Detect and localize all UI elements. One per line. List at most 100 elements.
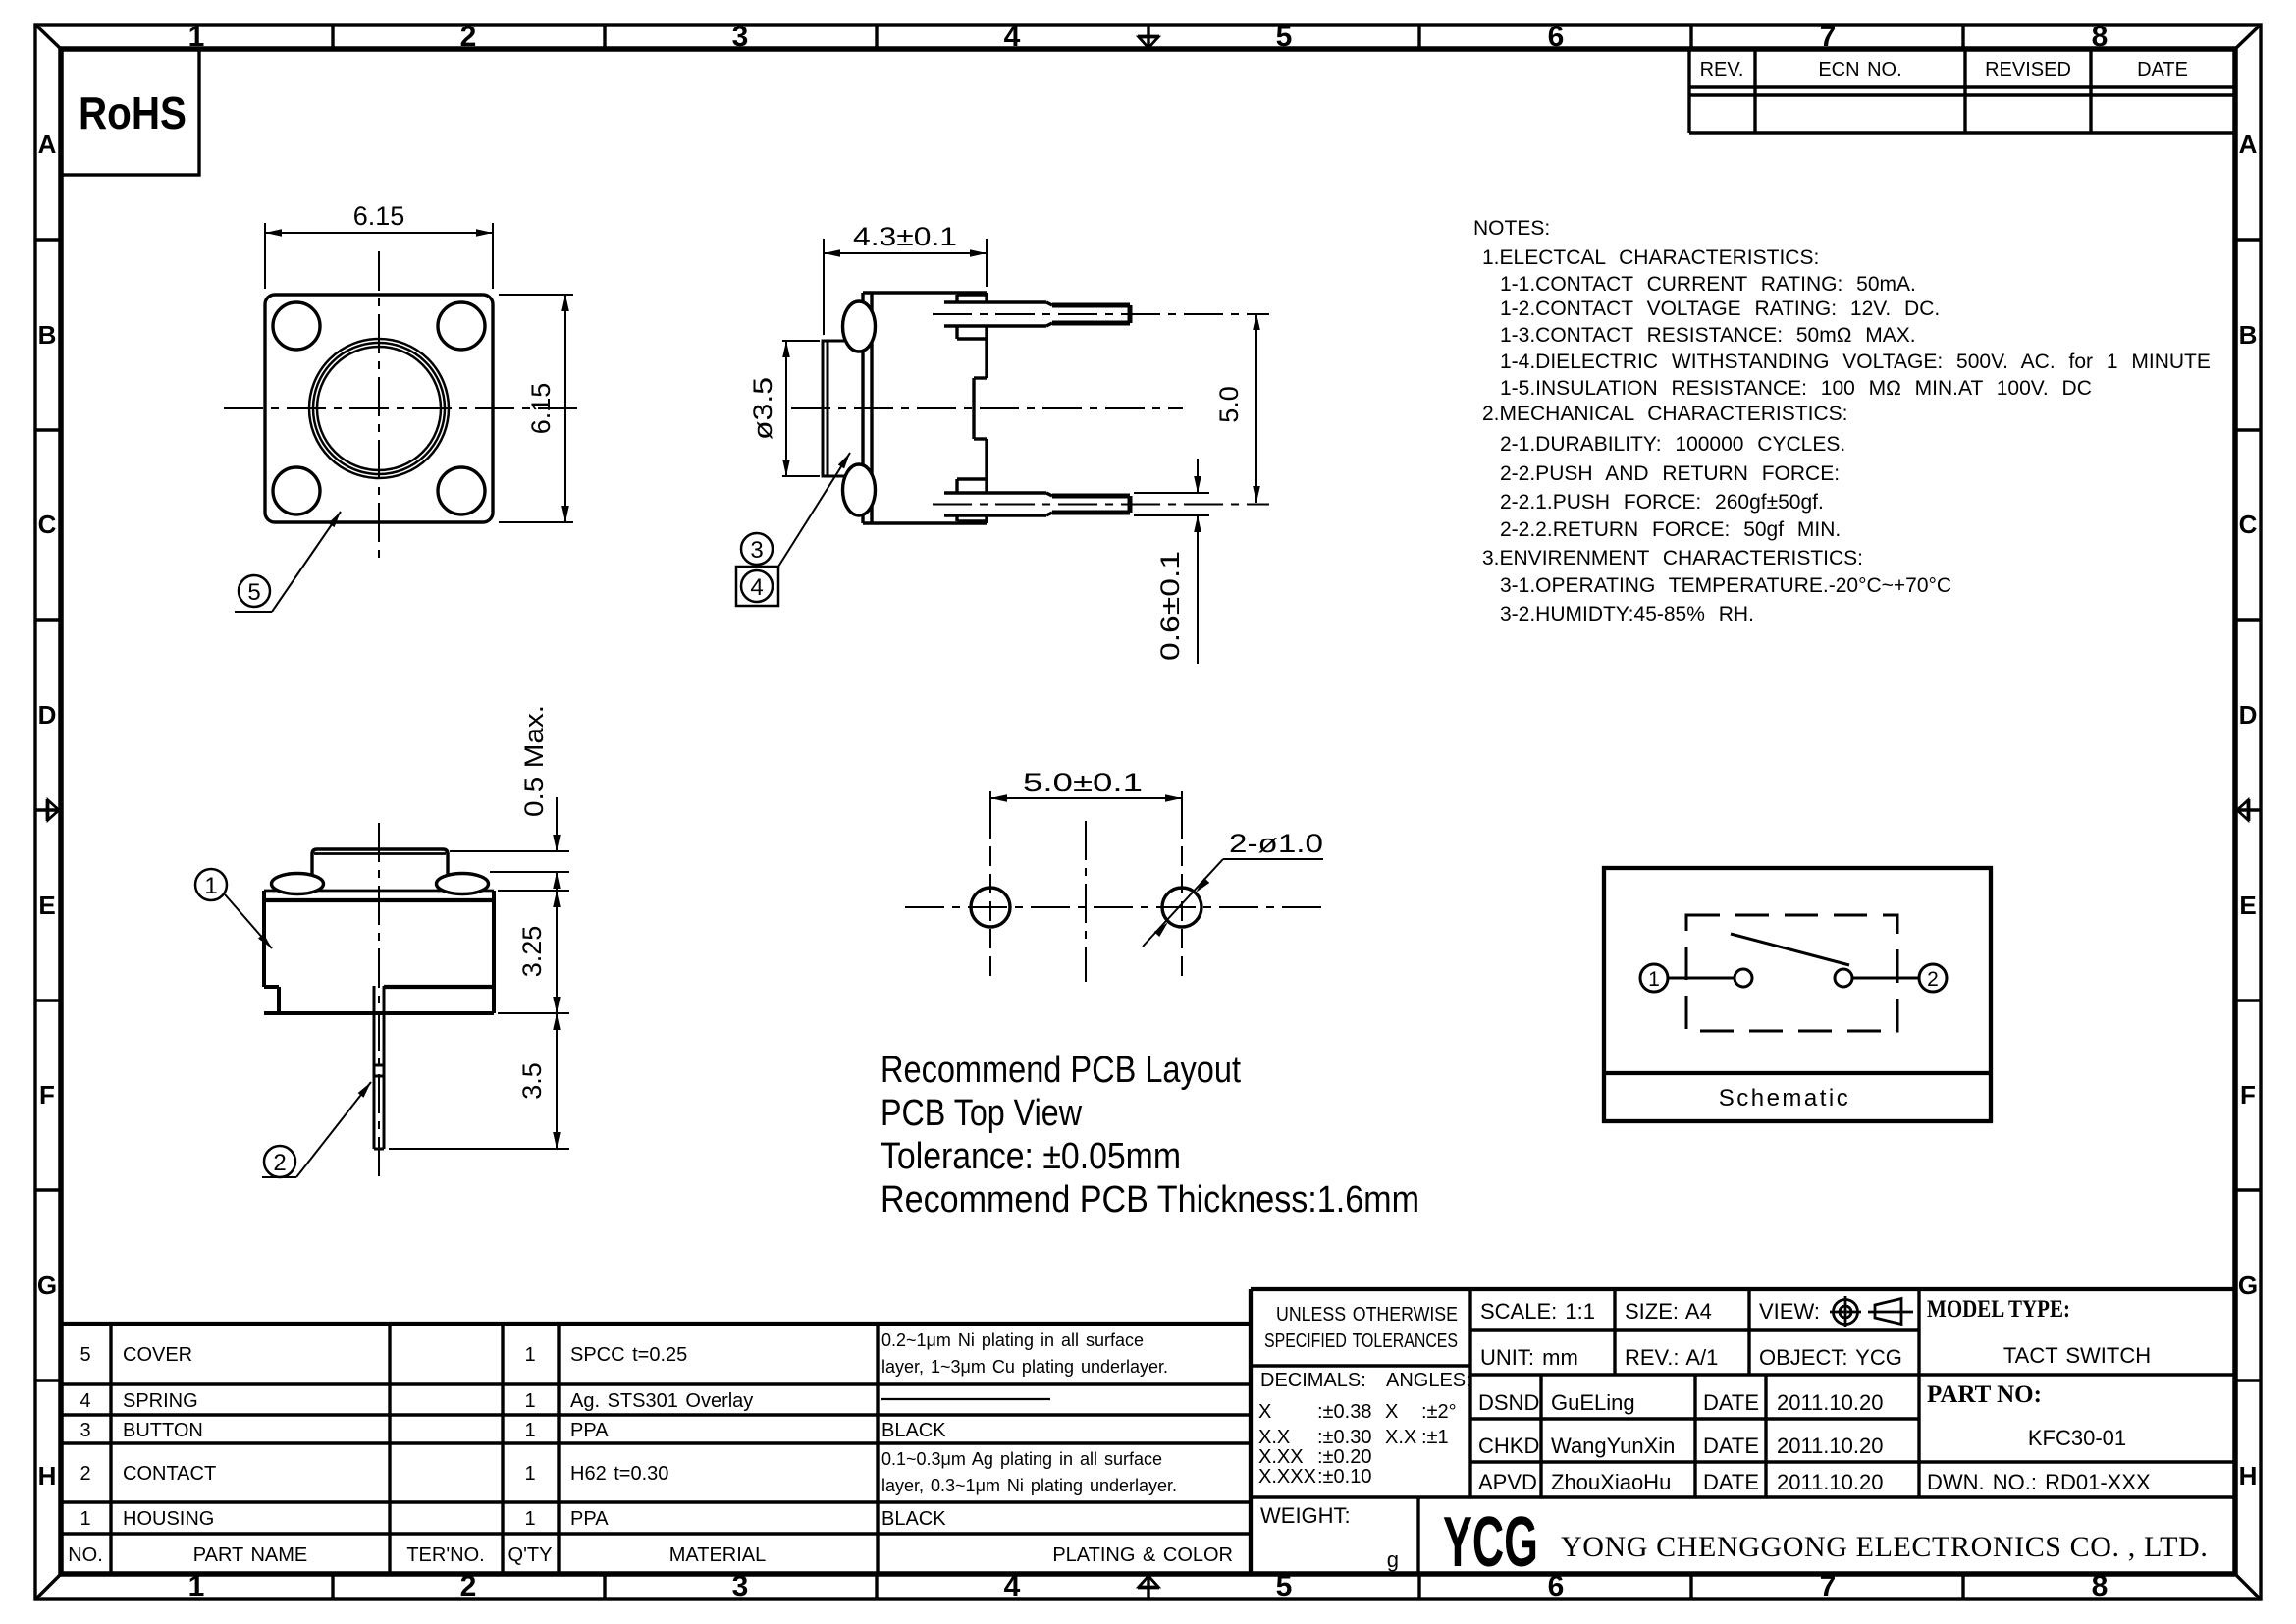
svg-text:PLATING & COLOR: PLATING & COLOR bbox=[1052, 1544, 1233, 1566]
svg-text:MATERIAL: MATERIAL bbox=[669, 1544, 767, 1566]
svg-text:ZhouXiaoHu: ZhouXiaoHu bbox=[1551, 1470, 1671, 1494]
svg-text:2-2.1.PUSH FORCE: 260g: 2-2.1.PUSH FORCE: 260gf±50gf. bbox=[1500, 491, 1824, 514]
svg-text:OBJECT: YCG: OBJECT: YCG bbox=[1759, 1345, 1902, 1370]
svg-text:2: 2 bbox=[460, 21, 477, 53]
svg-text::±0.38: :±0.38 bbox=[1317, 1401, 1371, 1423]
svg-text:A: A bbox=[38, 130, 57, 159]
svg-text:SPCC t=0.25: SPCC t=0.25 bbox=[570, 1344, 687, 1366]
svg-text:2-2.2.RETURN FORCE: 50gf MI: 2-2.2.RETURN FORCE: 50gf MIN. bbox=[1500, 518, 1841, 541]
svg-text:D: D bbox=[38, 700, 57, 730]
svg-text:GuELing: GuELing bbox=[1551, 1390, 1635, 1415]
svg-text:2-ø1.0: 2-ø1.0 bbox=[1229, 829, 1323, 858]
svg-text:COVER: COVER bbox=[123, 1344, 192, 1366]
svg-text:7: 7 bbox=[1820, 1570, 1837, 1602]
svg-text:C: C bbox=[38, 510, 57, 539]
svg-text:F: F bbox=[39, 1080, 55, 1110]
svg-text:4.3±0.1: 4.3±0.1 bbox=[853, 222, 957, 251]
svg-text:g: g bbox=[1387, 1547, 1399, 1572]
svg-text:6.15: 6.15 bbox=[353, 201, 405, 231]
svg-text:6: 6 bbox=[1548, 1570, 1565, 1602]
svg-text:6.15: 6.15 bbox=[526, 383, 556, 435]
svg-text:1: 1 bbox=[524, 1390, 535, 1412]
svg-text:VIEW:: VIEW: bbox=[1759, 1299, 1820, 1324]
svg-text:DATE: DATE bbox=[1703, 1390, 1759, 1415]
svg-text:RoHS: RoHS bbox=[79, 87, 187, 138]
svg-text:APVD: APVD bbox=[1478, 1470, 1537, 1494]
svg-text:1.ELECTCAL CHARACTERISTICS:: 1.ELECTCAL CHARACTERISTICS: bbox=[1482, 246, 1819, 269]
svg-text:0.1~0.3μm Ag plating in al: 0.1~0.3μm Ag plating in all surface bbox=[881, 1449, 1162, 1469]
svg-text:3.25: 3.25 bbox=[517, 926, 547, 978]
svg-text:4: 4 bbox=[1004, 21, 1021, 53]
svg-text:5: 5 bbox=[1276, 1570, 1293, 1602]
svg-text:8: 8 bbox=[2092, 21, 2109, 53]
svg-text:4: 4 bbox=[80, 1390, 90, 1412]
svg-text:NOTES:: NOTES: bbox=[1473, 217, 1550, 240]
svg-text:1-5.INSULATION RESISTANCE: 1: 1-5.INSULATION RESISTANCE: 100 MΩ MIN.AT… bbox=[1500, 377, 2092, 400]
svg-text:4: 4 bbox=[1004, 1570, 1021, 1602]
svg-text:F: F bbox=[2240, 1080, 2256, 1110]
svg-text:X.X: X.X bbox=[1385, 1427, 1416, 1448]
svg-text:DECIMALS:: DECIMALS: bbox=[1260, 1370, 1366, 1391]
svg-text:2: 2 bbox=[273, 1150, 286, 1176]
svg-text:Ag. STS301 Overlay: Ag. STS301 Overlay bbox=[570, 1390, 753, 1412]
svg-text:WangYunXin: WangYunXin bbox=[1551, 1434, 1675, 1458]
svg-text:X: X bbox=[1258, 1401, 1271, 1423]
svg-text:X: X bbox=[1385, 1401, 1398, 1423]
svg-text:SCALE: 1:1: SCALE: 1:1 bbox=[1480, 1299, 1595, 1324]
svg-text:G: G bbox=[37, 1271, 57, 1300]
svg-text:YCG: YCG bbox=[1443, 1503, 1538, 1582]
svg-text:1: 1 bbox=[188, 1570, 205, 1602]
svg-text:layer, 1~3μm Cu plating un: layer, 1~3μm Cu plating underlayer. bbox=[881, 1357, 1168, 1377]
svg-text:0.2~1μm Ni plating in all: 0.2~1μm Ni plating in all surface bbox=[881, 1330, 1144, 1350]
svg-text:CHKD: CHKD bbox=[1478, 1434, 1539, 1458]
svg-text:TER'NO.: TER'NO. bbox=[406, 1544, 484, 1566]
svg-text:DWN. NO.: RD01-XXX: DWN. NO.: RD01-XXX bbox=[1927, 1470, 2151, 1494]
svg-text:1: 1 bbox=[80, 1508, 90, 1530]
svg-text::±0.30: :±0.30 bbox=[1317, 1427, 1371, 1448]
svg-text:2011.10.20: 2011.10.20 bbox=[1777, 1434, 1883, 1458]
svg-text:PART NO:: PART NO: bbox=[1927, 1381, 2042, 1408]
svg-text:DSND: DSND bbox=[1478, 1390, 1539, 1415]
svg-text:2-2.PUSH AND RETURN FORCE:: 2-2.PUSH AND RETURN FORCE: bbox=[1500, 462, 1840, 485]
svg-text:WEIGHT:: WEIGHT: bbox=[1260, 1503, 1351, 1528]
svg-text:X.X: X.X bbox=[1258, 1427, 1290, 1448]
svg-text::±0.20: :±0.20 bbox=[1317, 1446, 1371, 1468]
svg-text:3-1.OPERATING TEMPERATURE.-20: 3-1.OPERATING TEMPERATURE.-20°C~+70°C bbox=[1500, 574, 1951, 597]
svg-text:5: 5 bbox=[80, 1344, 90, 1366]
svg-text:6: 6 bbox=[1548, 21, 1565, 53]
svg-text:X.XX: X.XX bbox=[1258, 1446, 1304, 1468]
svg-text:2: 2 bbox=[80, 1463, 90, 1485]
svg-text:G: G bbox=[2238, 1271, 2258, 1300]
svg-text:B: B bbox=[38, 320, 57, 350]
svg-text:UNIT: mm: UNIT: mm bbox=[1480, 1345, 1578, 1370]
svg-text:REVISED: REVISED bbox=[1985, 59, 2071, 81]
svg-text:NO.: NO. bbox=[68, 1544, 103, 1566]
svg-text::±2°: :±2° bbox=[1421, 1401, 1457, 1423]
svg-text:PART NAME: PART NAME bbox=[193, 1544, 307, 1566]
svg-text:ø3.5: ø3.5 bbox=[748, 377, 777, 440]
svg-text:1: 1 bbox=[524, 1463, 535, 1485]
svg-text:2.MECHANICAL CHARACTERISTICS:: 2.MECHANICAL CHARACTERISTICS: bbox=[1482, 403, 1847, 425]
svg-text:DATE: DATE bbox=[2137, 59, 2188, 81]
svg-text:B: B bbox=[2239, 320, 2258, 350]
svg-text:BLACK: BLACK bbox=[881, 1420, 946, 1441]
svg-text:BLACK: BLACK bbox=[881, 1508, 946, 1530]
svg-text:YONG CHENGGONG ELECTRONICS: YONG CHENGGONG ELECTRONICS CO. , LTD. bbox=[1561, 1531, 2208, 1563]
svg-text:Recommend PCB Layout: Recommend PCB Layout bbox=[881, 1050, 1241, 1091]
svg-text:8: 8 bbox=[2092, 1570, 2109, 1602]
svg-text:E: E bbox=[38, 891, 55, 920]
svg-text:5.0: 5.0 bbox=[1214, 386, 1244, 423]
svg-text:1: 1 bbox=[524, 1508, 535, 1530]
svg-text:Q'TY: Q'TY bbox=[508, 1544, 553, 1566]
svg-text:1: 1 bbox=[1648, 968, 1660, 991]
svg-text:1: 1 bbox=[524, 1344, 535, 1366]
svg-text:2011.10.20: 2011.10.20 bbox=[1777, 1470, 1883, 1494]
svg-text:3: 3 bbox=[750, 537, 763, 564]
svg-text:REV.: A/1: REV.: A/1 bbox=[1625, 1345, 1718, 1370]
svg-text:3: 3 bbox=[732, 1570, 749, 1602]
svg-text:1-1.CONTACT CURRENT RATING:: 1-1.CONTACT CURRENT RATING: 50mA. bbox=[1500, 273, 1916, 296]
svg-text:3.5: 3.5 bbox=[517, 1062, 547, 1100]
svg-text:REV.: REV. bbox=[1700, 59, 1744, 81]
svg-text:H62 t=0.30: H62 t=0.30 bbox=[570, 1463, 668, 1485]
svg-text:1-2.CONTACT VOLTAGE RATING:: 1-2.CONTACT VOLTAGE RATING: 12V. DC. bbox=[1500, 298, 1940, 320]
